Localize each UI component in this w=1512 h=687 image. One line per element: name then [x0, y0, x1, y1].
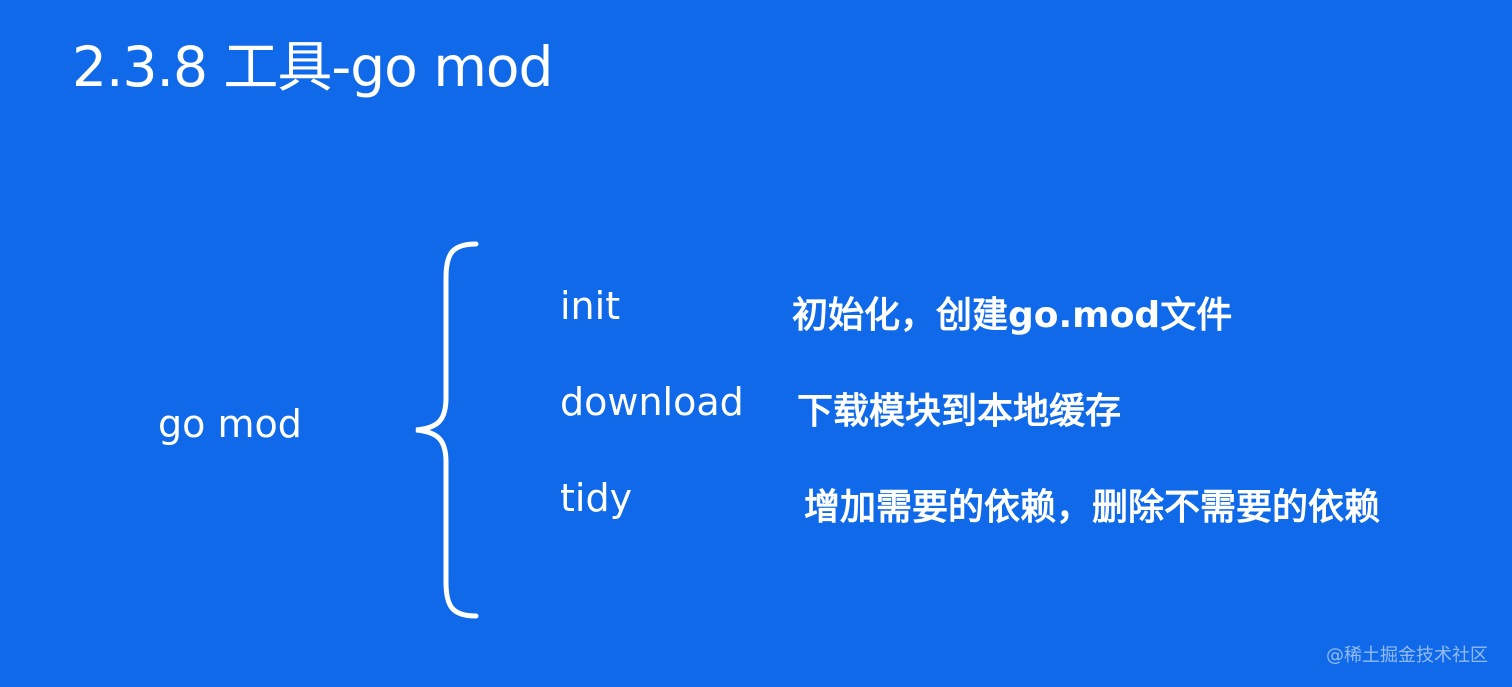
command-tidy-description: 增加需要的依赖，删除不需要的依赖 [804, 487, 1381, 528]
command-tidy: tidy [560, 476, 633, 520]
watermark: @稀土掘金技术社区 [1326, 645, 1488, 666]
command-init-description: 初始化，创建go.mod文件 [792, 295, 1233, 336]
command-init: init [560, 284, 621, 328]
slide-title: 2.3.8 工具-go mod [72, 35, 553, 99]
command-download: download [560, 380, 744, 424]
curly-brace [415, 241, 479, 619]
command-download-description: 下载模块到本地缓存 [797, 391, 1122, 432]
go-mod-label: go mod [158, 402, 302, 446]
